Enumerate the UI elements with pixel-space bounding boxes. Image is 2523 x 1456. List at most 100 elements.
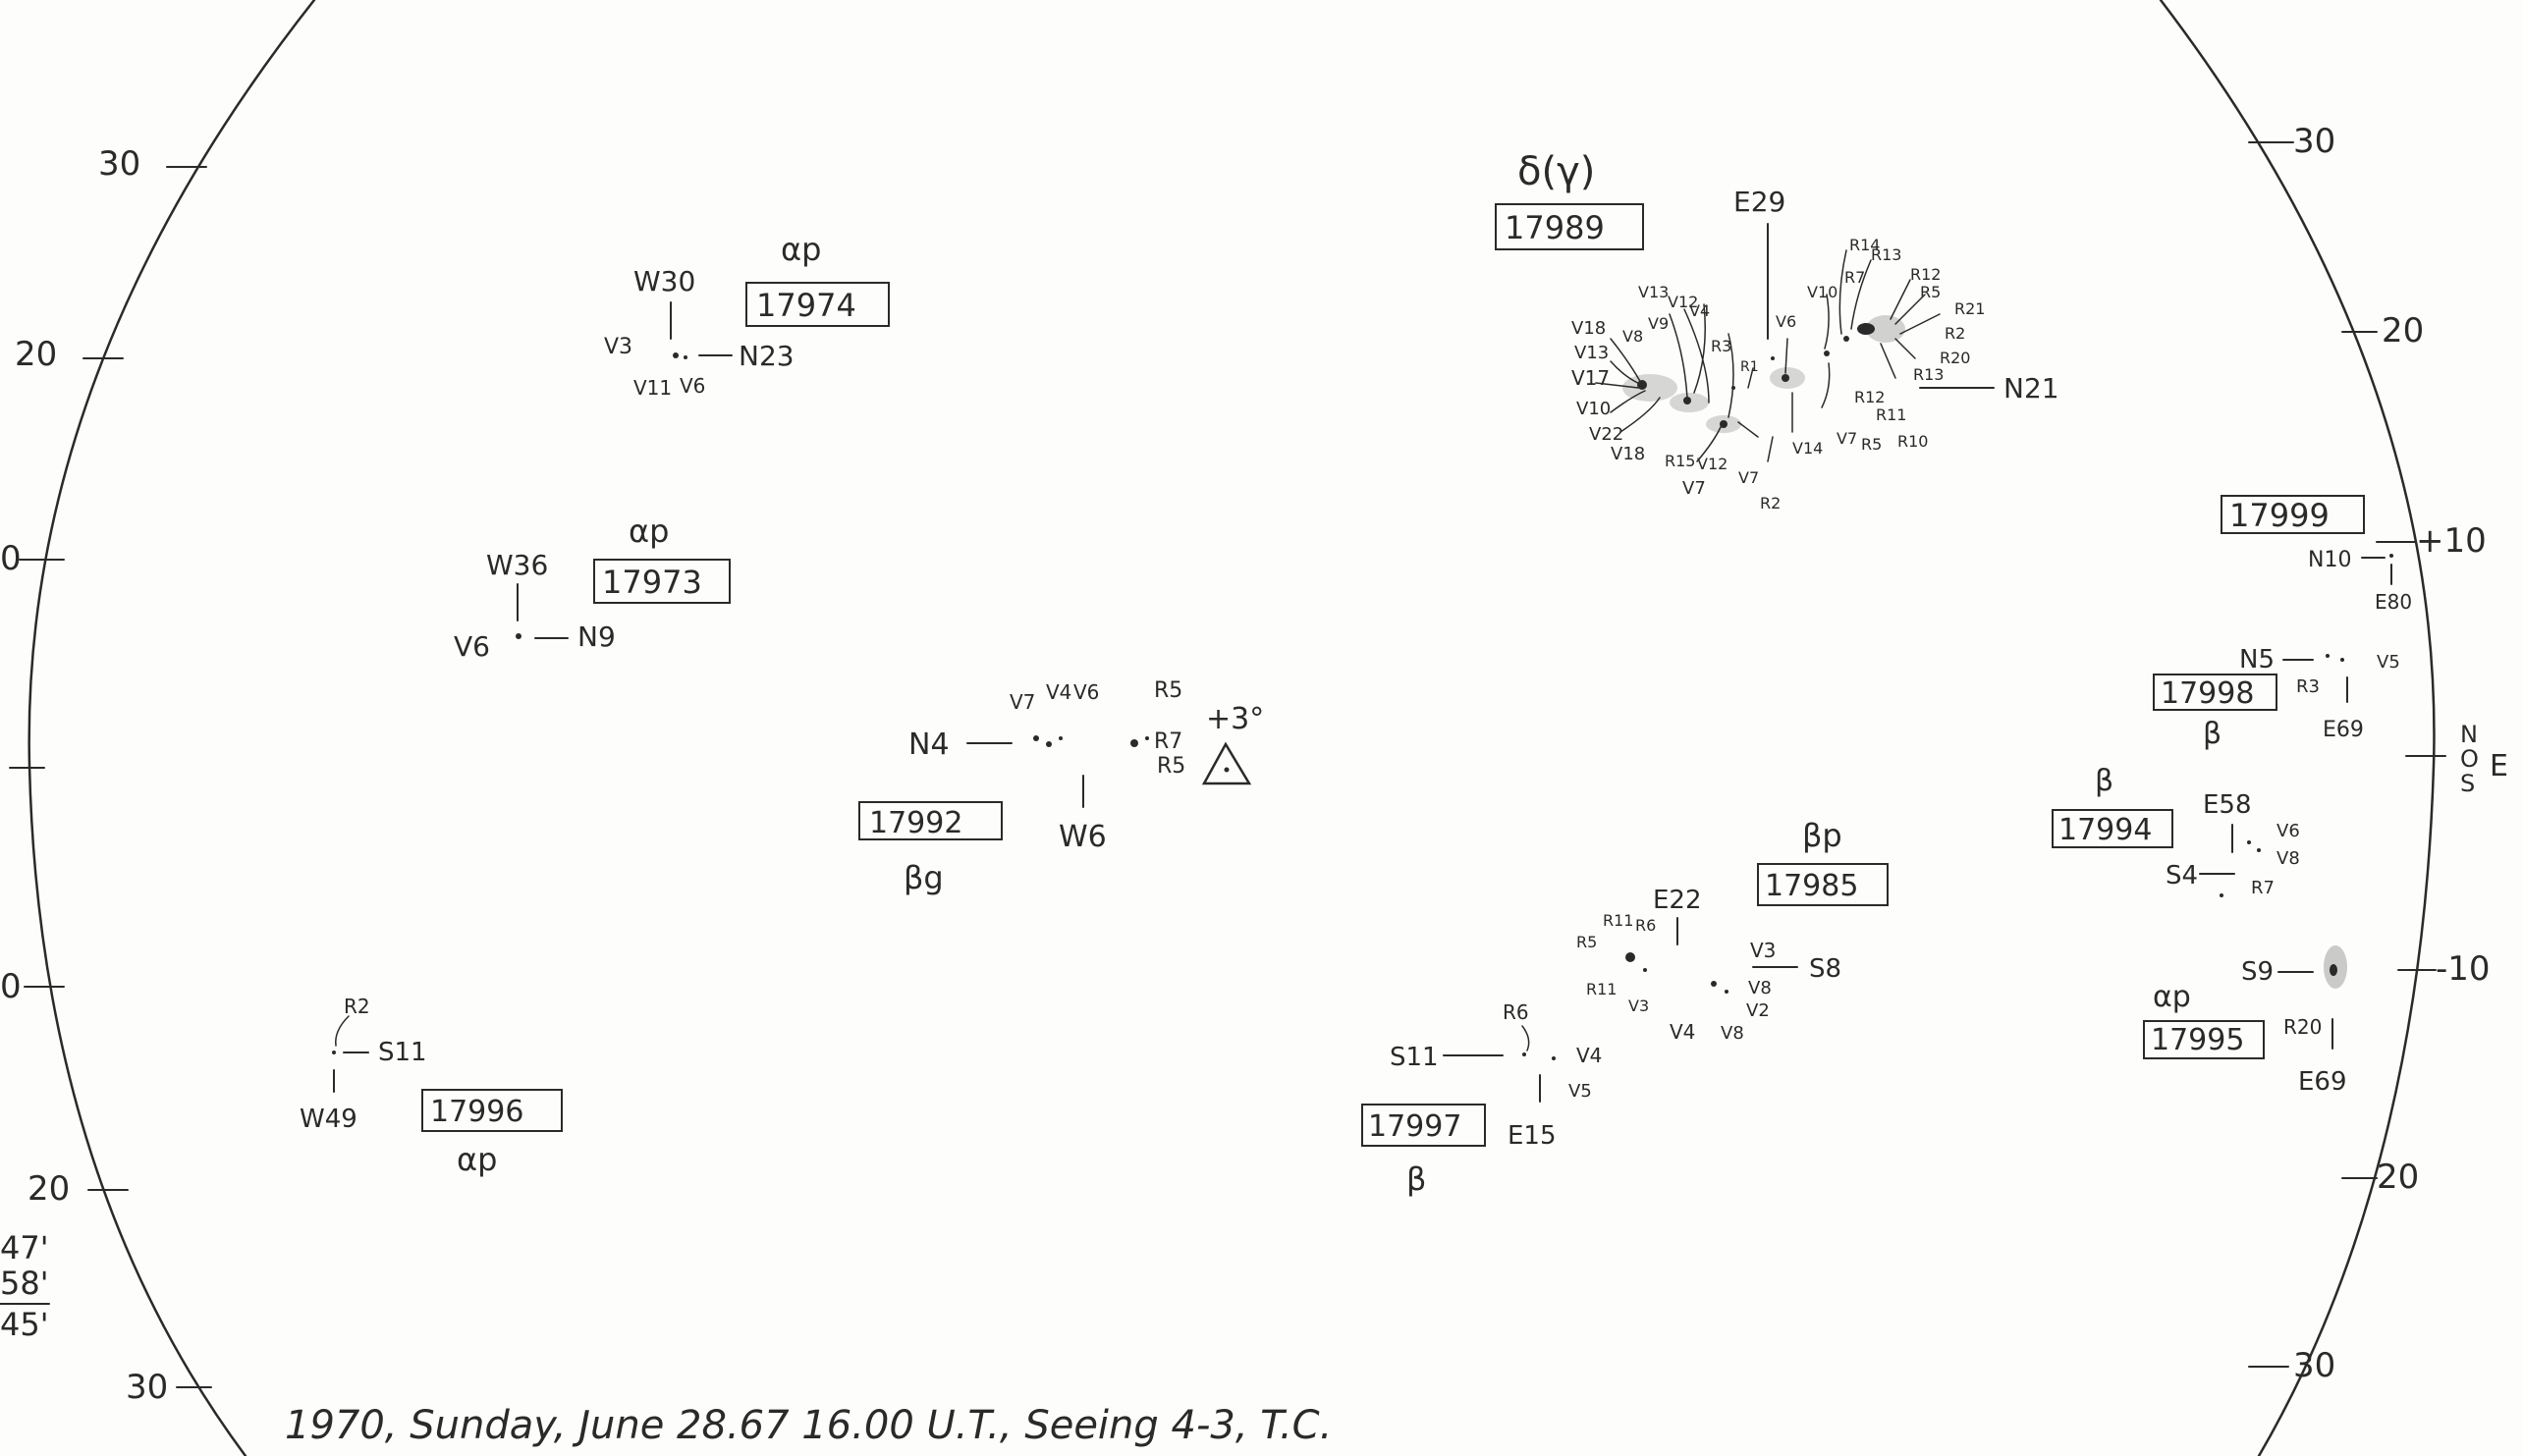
svg-text:R5: R5 xyxy=(1861,435,1882,454)
spot-label: R6 xyxy=(1503,1000,1529,1024)
svg-text:R5: R5 xyxy=(1920,283,1941,301)
svg-text:R2: R2 xyxy=(1760,494,1781,512)
spot-label: R6 xyxy=(1635,916,1656,935)
svg-text:V18: V18 xyxy=(1611,444,1645,464)
triangle-marker xyxy=(1201,741,1252,785)
spot-label: R5 xyxy=(1154,678,1182,703)
svg-text:R12: R12 xyxy=(1910,265,1941,284)
group-class-label: αp xyxy=(2153,980,2191,1014)
svg-text:R12: R12 xyxy=(1854,388,1885,406)
group-number-box xyxy=(1495,203,1644,250)
group-17989: δ(γ) 17989 E29 N21 V18 V13 V17 V10 V22 V… xyxy=(1495,149,2059,512)
spot-label: V11 xyxy=(633,376,672,400)
group-number-box xyxy=(1757,863,1889,906)
svg-text:V9: V9 xyxy=(1648,314,1669,333)
group-number: 17997 xyxy=(1368,1109,1461,1144)
spot-label: V6 xyxy=(680,374,705,398)
group-number-box xyxy=(745,282,890,327)
group-number: 17994 xyxy=(2058,813,2152,847)
svg-text:R13: R13 xyxy=(1913,365,1944,384)
spot-label: S4 xyxy=(2166,861,2198,890)
spot-label: E29 xyxy=(1733,186,1785,218)
group-class-label: αp xyxy=(781,231,821,268)
spot-label: W36 xyxy=(486,549,548,581)
svg-text:V4: V4 xyxy=(1689,301,1710,320)
spot-label: E80 xyxy=(2375,590,2412,614)
spot-label: S8 xyxy=(1809,954,1841,984)
group-class-label: βg xyxy=(904,859,944,896)
spot-label: V6 xyxy=(1073,680,1099,704)
svg-text:V13: V13 xyxy=(1574,343,1609,363)
svg-text:V10: V10 xyxy=(1807,283,1837,301)
spot-label: N23 xyxy=(739,340,795,372)
spot-label: E69 xyxy=(2298,1067,2347,1097)
svg-text:V14: V14 xyxy=(1792,439,1823,458)
group-class-label: δ(γ) xyxy=(1517,149,1595,194)
group-17998: N5 V5 17998 R3 E69 β xyxy=(2153,645,2400,751)
svg-text:V6: V6 xyxy=(1776,312,1796,331)
spot-label: E15 xyxy=(1508,1121,1557,1151)
left-tick-label: 0 xyxy=(0,967,22,1006)
svg-text:R2: R2 xyxy=(1945,324,1965,343)
spot-label: V5 xyxy=(2377,652,2400,673)
spot-label: R5 xyxy=(1576,933,1597,951)
left-scale: 30 20 0 0 20 30 xyxy=(0,144,212,1407)
axis-marker: E xyxy=(2490,749,2508,783)
group-17997: R6 S11 V4 V5 17997 E15 β xyxy=(1361,1000,1602,1198)
right-tick-label: 20 xyxy=(2382,311,2424,351)
svg-text:R1: R1 xyxy=(1740,359,1759,375)
group-number: 17999 xyxy=(2229,497,2330,534)
group-number-box xyxy=(593,559,731,604)
spot-label: R3 xyxy=(2296,676,2320,697)
left-tick-label: 20 xyxy=(15,335,57,374)
spot-label: N9 xyxy=(577,620,616,653)
group-17999: 17999 N10 E80 xyxy=(2221,495,2412,614)
spot-label: V2 xyxy=(1746,1000,1770,1021)
margin-note: 45' xyxy=(0,1306,49,1343)
group-17973: αp 17973 W36 V6 N9 xyxy=(454,512,731,663)
right-tick-label: -10 xyxy=(2436,949,2491,989)
svg-text:V12: V12 xyxy=(1668,293,1698,311)
group-class-label: αp xyxy=(629,512,669,550)
spot-label: R20 xyxy=(2283,1015,2322,1039)
spot-label: R7 xyxy=(1154,729,1182,754)
spot-label: R5 xyxy=(1157,754,1185,779)
left-tick-label: 20 xyxy=(27,1169,70,1209)
group-number-box xyxy=(2143,1020,2265,1059)
spot-label: W6 xyxy=(1059,820,1107,854)
spot-label: E58 xyxy=(2203,790,2252,820)
svg-text:R3: R3 xyxy=(1711,337,1731,355)
right-scale: 30 20 +10 -10 20 30 N O S E xyxy=(2248,122,2508,1385)
spot-label: V4 xyxy=(1576,1044,1602,1067)
left-margin-notes: 47' 58' 45' xyxy=(0,1229,50,1343)
spot-label: N10 xyxy=(2308,548,2351,572)
group-number-box xyxy=(2052,809,2173,848)
group-number: 17973 xyxy=(602,564,702,601)
group-number: 17998 xyxy=(2161,676,2254,711)
group-number: 17985 xyxy=(1765,869,1858,903)
spot-label: R7 xyxy=(2251,878,2275,898)
spot-label: R11 xyxy=(1586,980,1617,998)
spot-label: R11 xyxy=(1603,911,1633,930)
margin-note: 58' xyxy=(0,1265,49,1302)
right-tick-label: 30 xyxy=(2293,122,2335,161)
spot-label: V7 xyxy=(1010,690,1035,714)
axis-marker: N xyxy=(2460,721,2478,748)
svg-text:V12: V12 xyxy=(1697,455,1728,473)
spot-label: N21 xyxy=(2003,372,2059,404)
svg-text:R15: R15 xyxy=(1665,452,1695,470)
svg-text:V7: V7 xyxy=(1682,478,1706,499)
spot-label: N5 xyxy=(2239,645,2275,674)
spot-label: V3 xyxy=(604,335,632,359)
solar-limb-left xyxy=(27,0,316,1456)
svg-text:V17: V17 xyxy=(1571,366,1610,390)
spot-label: V4 xyxy=(1670,1020,1695,1044)
svg-text:V7: V7 xyxy=(1837,429,1857,448)
group-number-box xyxy=(1361,1104,1486,1147)
margin-note: 47' xyxy=(0,1229,49,1267)
svg-text:V10: V10 xyxy=(1576,399,1611,419)
group-17985: βp 17985 E22 R11 R6 R5 R11 V3 V3 S8 V8 V… xyxy=(1576,817,1889,1044)
group-17995: S9 αp 17995 R20 E69 xyxy=(2143,945,2347,1097)
svg-text:V13: V13 xyxy=(1638,283,1669,301)
